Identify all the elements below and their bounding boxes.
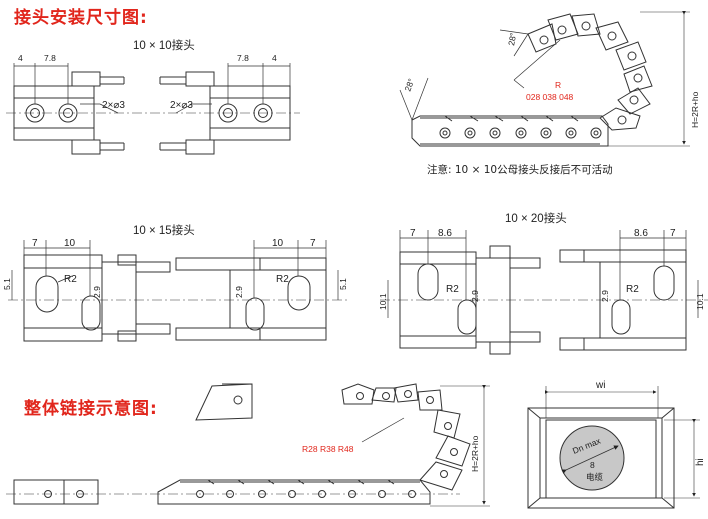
section-wi: wi [595, 380, 605, 391]
dim-10x10-left-a: 4 [18, 53, 23, 63]
dim-10x15-right-a: 10 [272, 238, 284, 249]
overall-heading: 整体链接示意图: [24, 399, 158, 419]
dim-10x20-v-left: 10.1 [378, 293, 388, 310]
dim-10x15-s-right: 2.9 [234, 286, 244, 298]
chain-top [399, 11, 690, 147]
section-hi: hi [695, 458, 706, 466]
single-bracket [195, 383, 253, 421]
dim-10x15-v-left: 5.1 [2, 278, 12, 290]
dim-10x15-v-right: 5.1 [338, 278, 348, 290]
dim-10x20-left-b: 8.6 [438, 228, 452, 239]
dim-10x20-r-left: R2 [446, 284, 459, 295]
install-heading: 接头安装尺寸图: [14, 8, 148, 28]
chain-top-angle-b: 28° [506, 32, 518, 46]
dim-10x10-right-a: 7.8 [237, 53, 249, 63]
joint-10x15-left [11, 240, 171, 342]
dim-10x15-r-left: R2 [64, 274, 77, 285]
joint-10x20-left [387, 230, 541, 355]
dim-10x20-v-right: 10.1 [695, 293, 705, 310]
dim-10x10-hole-right: 2×⌀3 [170, 100, 193, 111]
chain-top-r-values: 028 038 048 [526, 92, 574, 102]
dim-10x15-r-right: R2 [276, 274, 289, 285]
joint-10x15-right [175, 240, 339, 341]
dim-10x15-left-a: 7 [32, 238, 38, 249]
joint-title-10x15: 10 × 15接头 [133, 225, 195, 237]
section-dn-sym: 8 [590, 460, 595, 470]
chain-bottom-height: H=2R+ho [470, 435, 480, 472]
dim-10x20-r-right: R2 [626, 284, 639, 295]
section-cable: 电缆 [586, 472, 604, 482]
joint-title-10x20: 10 × 20接头 [505, 213, 567, 225]
dim-10x15-s-left: 2.9 [92, 286, 102, 298]
joint-title-10x10: 10 × 10接头 [133, 40, 195, 52]
cross-section [527, 386, 700, 509]
dim-10x15-left-b: 10 [64, 238, 76, 249]
dim-10x10-hole-left: 2×⌀3 [102, 100, 125, 111]
dim-10x20-s-left: 2.9 [470, 290, 480, 302]
note-text: 注意: 10 × 10公母接头反接后不可活动 [427, 164, 613, 176]
chain-top-r-label: R [555, 80, 561, 90]
dim-10x10-left-b: 7.8 [44, 53, 56, 63]
dim-10x20-right-a: 8.6 [634, 228, 648, 239]
chain-top-angle-a: 28° [402, 77, 416, 93]
chain-bottom-r-values: R28 R38 R48 [302, 444, 354, 454]
chain-top-height: H=2R+ho [690, 91, 700, 128]
dim-10x20-left-a: 7 [410, 228, 416, 239]
dim-10x15-right-b: 7 [310, 238, 316, 249]
dim-10x20-s-right: 2.9 [600, 290, 610, 302]
dim-10x20-right-b: 7 [670, 228, 676, 239]
dim-10x10-right-b: 4 [272, 53, 277, 63]
